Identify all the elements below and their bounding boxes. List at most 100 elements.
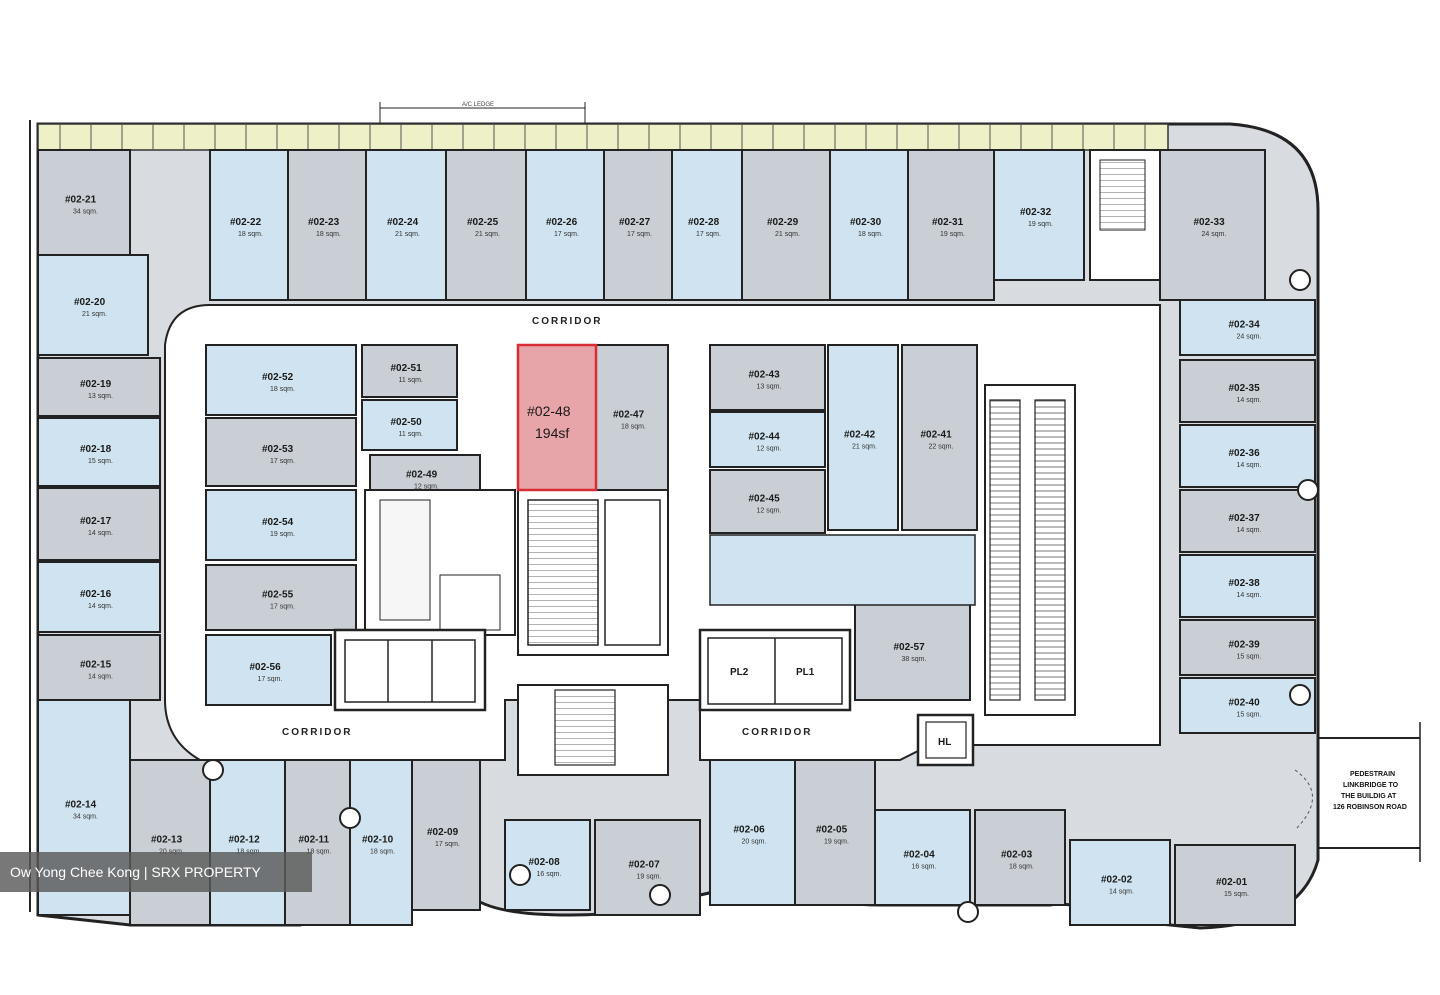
unit-area: 14 sqm.	[88, 530, 113, 537]
unit-area: 18 sqm.	[238, 231, 263, 238]
unit-shape	[709, 411, 826, 468]
unit-number: #02-33	[1194, 217, 1226, 228]
unit-number: #02-02	[1101, 875, 1133, 886]
unit-area: 17 sqm.	[696, 231, 721, 238]
unit-area: 15 sqm.	[1224, 891, 1249, 898]
unit-shape	[37, 357, 161, 417]
unit-shape	[595, 344, 669, 491]
unit-area: 17 sqm.	[258, 676, 283, 683]
corridor-label-bottom-right: CORRIDOR	[742, 727, 812, 738]
unit-number: #02-32	[1020, 207, 1052, 218]
unit-area: 24 sqm.	[1237, 334, 1262, 341]
unit-area: 14 sqm.	[1237, 527, 1262, 534]
unit-shape	[794, 759, 876, 906]
unit-area: 14 sqm.	[88, 603, 113, 610]
escalators	[984, 384, 1076, 716]
unit-shape	[874, 809, 971, 906]
unit-shape	[1179, 619, 1316, 676]
unit-shape	[1179, 299, 1316, 356]
unit-shape	[37, 634, 161, 701]
unit-shape	[361, 399, 458, 451]
pedestrian-note-line-1: PEDESTRAIN	[1350, 771, 1395, 778]
unit-area: 16 sqm.	[537, 871, 562, 878]
unit-area: 14 sqm.	[1109, 889, 1134, 896]
unit-shape	[37, 561, 161, 633]
unit-area: 34 sqm.	[73, 814, 98, 821]
unit-number: #02-30	[850, 217, 882, 228]
highlight-unit-area: 194sf	[535, 425, 569, 441]
unit-shape	[709, 344, 826, 411]
unit-02-51: #02-51 11 sqm.	[361, 344, 458, 398]
unit-shape	[1069, 839, 1171, 926]
photo-credit: Ow Yong Chee Kong | SRX PROPERTY	[0, 852, 312, 892]
column-circle	[509, 864, 531, 886]
unit-area: 11 sqm.	[399, 377, 423, 384]
unit-area: 14 sqm.	[1237, 592, 1262, 599]
unit-shape	[829, 149, 909, 301]
unit-number: #02-31	[932, 217, 964, 228]
unit-shape	[205, 564, 357, 631]
lift-pl1-label: PL1	[796, 667, 815, 678]
ac-ledge-label: A/C LEDGE	[462, 102, 494, 108]
unit-number: #02-40	[1229, 698, 1261, 709]
unit-number: #02-44	[749, 432, 781, 443]
unit-02-28: #02-28 17 sqm.	[671, 149, 743, 301]
unit-number: #02-49	[406, 470, 438, 481]
unit-number: #02-43	[749, 370, 781, 381]
unit-number: #02-28	[688, 217, 720, 228]
unit-number: #02-05	[816, 825, 848, 836]
structural-columns	[202, 269, 1319, 923]
unit-area: 20 sqm.	[742, 839, 767, 846]
unit-shape	[525, 149, 605, 301]
unit-shape	[1179, 359, 1316, 423]
unit-area: 22 sqm.	[929, 444, 954, 451]
unit-shape	[205, 634, 332, 706]
unit-area: 15 sqm.	[1237, 712, 1262, 719]
unit-area: 15 sqm.	[1237, 654, 1262, 661]
unit-shape	[1174, 844, 1296, 926]
unit-number: #02-38	[1229, 578, 1261, 589]
unit-area: 13 sqm.	[88, 393, 113, 400]
highlight-unit-box	[516, 343, 598, 492]
unit-area: 17 sqm.	[627, 231, 652, 238]
unit-02-56: #02-56 17 sqm.	[205, 634, 332, 706]
unit-shape	[901, 344, 978, 531]
corridor-label-top: CORRIDOR	[532, 316, 602, 327]
unit-area: 18 sqm.	[1009, 864, 1034, 871]
column-circle	[1297, 479, 1319, 501]
unit-number: #02-55	[262, 590, 294, 601]
unit-area: 11 sqm.	[399, 431, 423, 438]
unit-number: #02-56	[250, 662, 282, 673]
pedestrian-note-line-2: LINKBRIDGE TO	[1343, 782, 1399, 789]
unit-shape	[854, 599, 971, 701]
unit-shape	[411, 759, 481, 911]
unit-area: 18 sqm.	[270, 386, 295, 393]
unit-area: 19 sqm.	[824, 839, 849, 846]
unit-shape	[284, 759, 351, 926]
unit-number: #02-39	[1229, 640, 1261, 651]
unit-area: 17 sqm.	[270, 458, 295, 465]
lift-lobby-left	[333, 628, 487, 712]
unit-number: #02-51	[391, 363, 423, 374]
unit-area: 14 sqm.	[1237, 397, 1262, 404]
unit-number: #02-35	[1229, 383, 1261, 394]
column-circle	[1289, 684, 1311, 706]
unit-shape	[37, 487, 161, 561]
